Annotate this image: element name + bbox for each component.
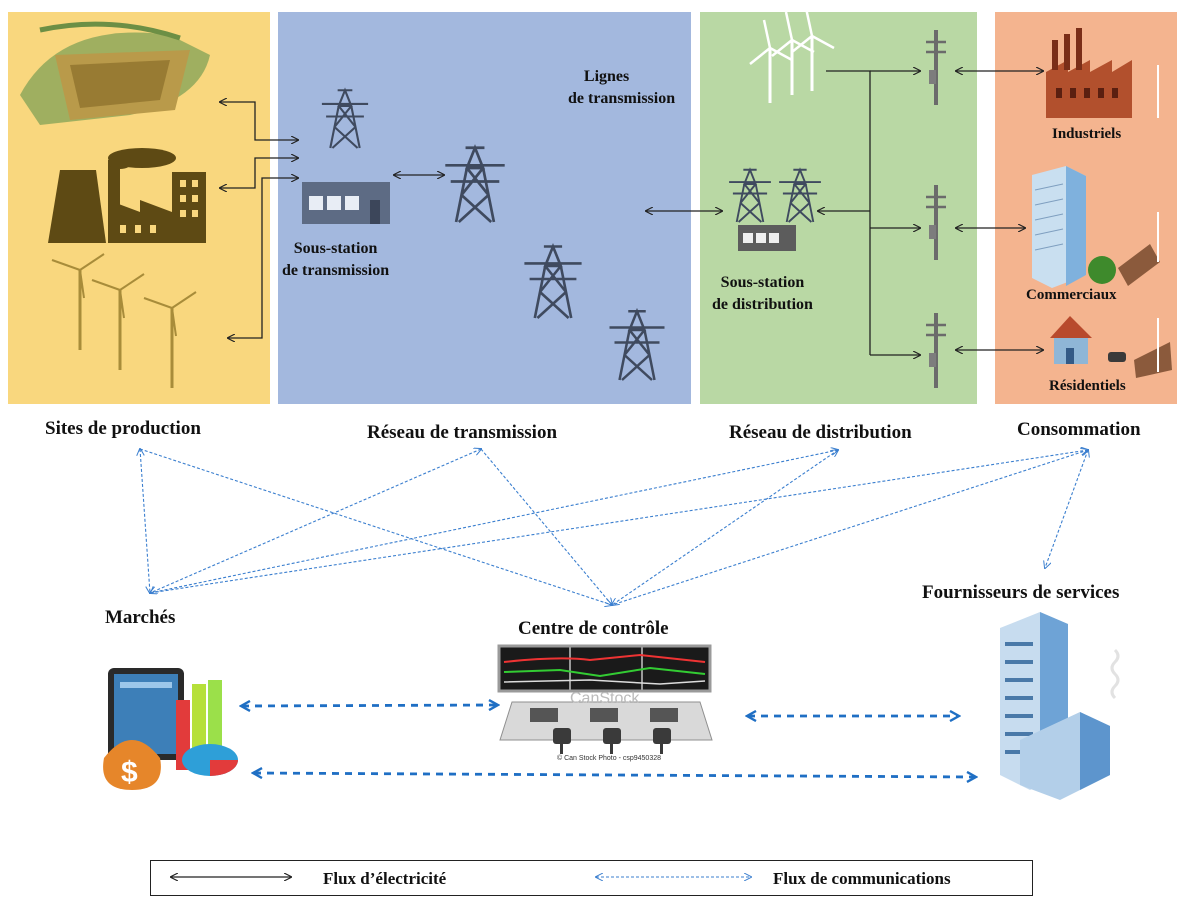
distribution-substation-label: Sous-station de distribution: [712, 274, 813, 313]
transmission-tower-icon: [443, 146, 666, 382]
power-plant-icon: [48, 148, 206, 243]
legend-swatches: [151, 861, 1034, 897]
control-center-label: Centre de contrôle: [518, 618, 669, 639]
utility-pole-icon: [924, 28, 948, 390]
svg-text:$: $: [121, 756, 138, 789]
office-tower-icon: [1032, 166, 1160, 288]
electricity-flow-label: Flux d’électricité: [323, 869, 447, 888]
watermark-brand: CanStock: [570, 690, 640, 707]
distribution-title: Réseau de distribution: [729, 422, 912, 443]
wind-farm-icon: [50, 252, 198, 390]
industrial-label: Industriels: [1052, 126, 1122, 142]
distribution-substation-icon: [728, 168, 822, 251]
transmission-substation-icon: [302, 89, 390, 224]
legend: Flux d’électricité Flux de communication…: [150, 860, 1033, 896]
communication-flow-label: Flux de communications: [773, 869, 951, 888]
markets-label: Marchés: [105, 607, 176, 628]
residential-label: Résidentiels: [1049, 378, 1126, 394]
production-title: Sites de production: [45, 418, 201, 439]
commercial-label: Commerciaux: [1026, 287, 1117, 303]
watermark-credit: © Can Stock Photo - csp9450328: [557, 755, 661, 762]
markets-icon: $: [103, 668, 238, 790]
transmission-lines-label: Lignes de transmission: [568, 68, 676, 107]
actor-communication-arrows: [242, 705, 975, 777]
distribution-wind-turbines-icon: [748, 6, 836, 105]
service-providers-label: Fournisseurs de services: [922, 582, 1120, 603]
house-icon: [1050, 316, 1172, 378]
consumption-title: Consommation: [1017, 419, 1141, 440]
factory-icon: [1046, 28, 1159, 118]
control-center-icon: [497, 644, 713, 754]
transmission-title: Réseau de transmission: [367, 422, 558, 443]
hydro-dam-icon: [20, 21, 210, 125]
communication-flow-arrows: [140, 449, 1088, 605]
transmission-substation-label: Sous-station de transmission: [282, 240, 390, 279]
electricity-flow-arrows: [220, 71, 1043, 355]
service-providers-icon: [1000, 612, 1120, 800]
